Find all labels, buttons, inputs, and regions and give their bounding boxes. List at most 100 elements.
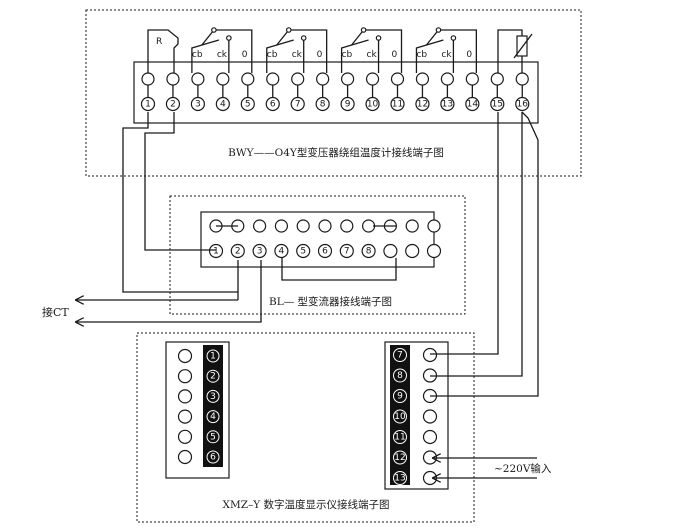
- contact-label: 0: [317, 50, 323, 60]
- bl-screw-3: [253, 219, 267, 233]
- xmz-left-screw-1: [177, 348, 193, 364]
- wire-bwy16-xmz8: [430, 112, 523, 377]
- xmz-right-terminal-13: [393, 471, 407, 485]
- xmz-left-screw-3: [177, 389, 193, 404]
- bwy-terminal-label: 9: [345, 100, 351, 110]
- wire-bwy16-xmz9: [430, 111, 539, 397]
- contact-label: cb: [342, 50, 353, 60]
- bwy-terminal-label: 3: [195, 100, 201, 110]
- xmz-terminal-label: 2: [210, 372, 216, 382]
- bl-terminal-10: [405, 243, 420, 259]
- bl-terminal-label: 2: [235, 247, 241, 257]
- xmz-right-terminal-11: [393, 430, 407, 444]
- bl-terminal-1: [208, 243, 224, 259]
- xmz-left-terminal-2: [206, 369, 220, 383]
- xmz-left-block: [165, 341, 230, 479]
- bwy-screw-14: [465, 72, 479, 86]
- bwy-terminal-2: [165, 96, 181, 112]
- bl-terminal-label: 8: [366, 247, 372, 257]
- xmz-left-terminal-3: [206, 389, 220, 403]
- bl-terminal-3: [252, 243, 267, 259]
- bwy-terminal-label: 1: [145, 100, 151, 110]
- bl-terminal-label: 6: [322, 247, 328, 257]
- xmz-terminal-label: 13: [394, 474, 405, 484]
- bwy-terminal-label: 6: [270, 100, 276, 110]
- power-label: ~220V输入: [494, 462, 552, 475]
- bl-terminal-label: 1: [213, 247, 219, 257]
- wire-bwy1-bl1: [122, 112, 239, 293]
- xmz-right-terminal-7: [393, 348, 407, 362]
- bl-screw-4: [274, 219, 288, 233]
- bl-terminal-label: 3: [257, 247, 263, 257]
- xmz-right-screw-10: [422, 409, 438, 424]
- bwy-terminal-6: [265, 96, 280, 112]
- bwy-terminal-label: 4: [220, 100, 226, 110]
- bwy-terminal-label: 16: [517, 100, 529, 110]
- bwy-screw-10: [365, 72, 380, 86]
- contact-label: ck: [292, 50, 303, 60]
- bwy-dashed-frame: [85, 9, 582, 177]
- bwy-terminal-5: [240, 96, 255, 112]
- xmz-right-screw-7: [422, 347, 438, 363]
- bwy-screw-16: [515, 72, 529, 86]
- contact-label: ck: [217, 50, 228, 60]
- bwy-terminal-label: 14: [467, 100, 479, 110]
- bl-title: BL— 型变流器接线端子图: [269, 295, 392, 308]
- bwy-screw-5: [241, 72, 255, 86]
- wire-bl3-bl8: [281, 258, 397, 281]
- bl-screw-7: [340, 219, 354, 233]
- bwy-terminal-label: 7: [295, 100, 301, 110]
- xmz-dashed-frame: [136, 332, 475, 523]
- xmz-terminal-label: 8: [397, 371, 403, 381]
- bwy-screw-15: [490, 72, 504, 86]
- bwy-terminal-1: [140, 96, 156, 112]
- bl-terminal-6: [317, 243, 333, 259]
- bl-screw-5: [296, 219, 310, 233]
- xmz-left-label-strip: [203, 345, 223, 467]
- bl-terminal-9: [383, 243, 398, 259]
- xmz-left-terminal-1: [206, 349, 220, 363]
- xmz-title: XMZ–Y 数字温度显示仪接线端子图: [222, 498, 389, 511]
- bl-terminal-label: 7: [344, 247, 350, 257]
- xmz-terminal-label: 4: [210, 412, 216, 422]
- contact-label: ck: [367, 50, 378, 60]
- contact-label: 0: [466, 50, 472, 60]
- xmz-terminal-label: 11: [394, 433, 405, 443]
- bwy-terminal-label: 8: [320, 100, 326, 110]
- xmz-terminal-label: 3: [210, 392, 216, 402]
- bwy-terminal-12: [415, 96, 430, 112]
- xmz-terminal-label: 7: [397, 351, 403, 361]
- bl-terminal-8: [361, 243, 376, 259]
- bwy-screw-6: [266, 72, 280, 86]
- bwy-terminal-9: [340, 96, 355, 112]
- bwy-terminal-7: [290, 96, 305, 112]
- bwy-title: BWY——O4Y型变压器绕组温度计接线端子图: [228, 146, 444, 159]
- bwy-terminal-11: [390, 96, 405, 112]
- bwy-terminal-4: [215, 96, 230, 112]
- xmz-terminal-label: 6: [210, 453, 216, 463]
- xmz-left-terminal-5: [206, 430, 220, 444]
- thermistor-wire: [497, 29, 523, 75]
- bwy-terminal-13: [440, 96, 455, 112]
- xmz-right-terminal-8: [393, 368, 407, 383]
- bwy-screw-2: [166, 72, 180, 86]
- bwy-screw-3: [191, 72, 205, 86]
- bwy-terminal-label: 11: [392, 100, 403, 110]
- xmz-terminal-label: 12: [394, 453, 405, 463]
- xmz-right-screw-11: [422, 429, 438, 445]
- xmz-left-screw-5: [177, 429, 193, 444]
- xmz-left-terminal-6: [206, 450, 220, 464]
- bl-terminal-2: [230, 243, 245, 259]
- xmz-terminal-label: 1: [210, 352, 216, 362]
- xmz-left-screw-6: [177, 449, 193, 465]
- ct-label: 接CT: [42, 306, 69, 319]
- xmz-terminal-label: 9: [397, 392, 403, 402]
- bwy-screw-9: [341, 72, 355, 86]
- xmz-terminal-label: 10: [394, 412, 406, 422]
- bl-screw-11: [427, 219, 441, 233]
